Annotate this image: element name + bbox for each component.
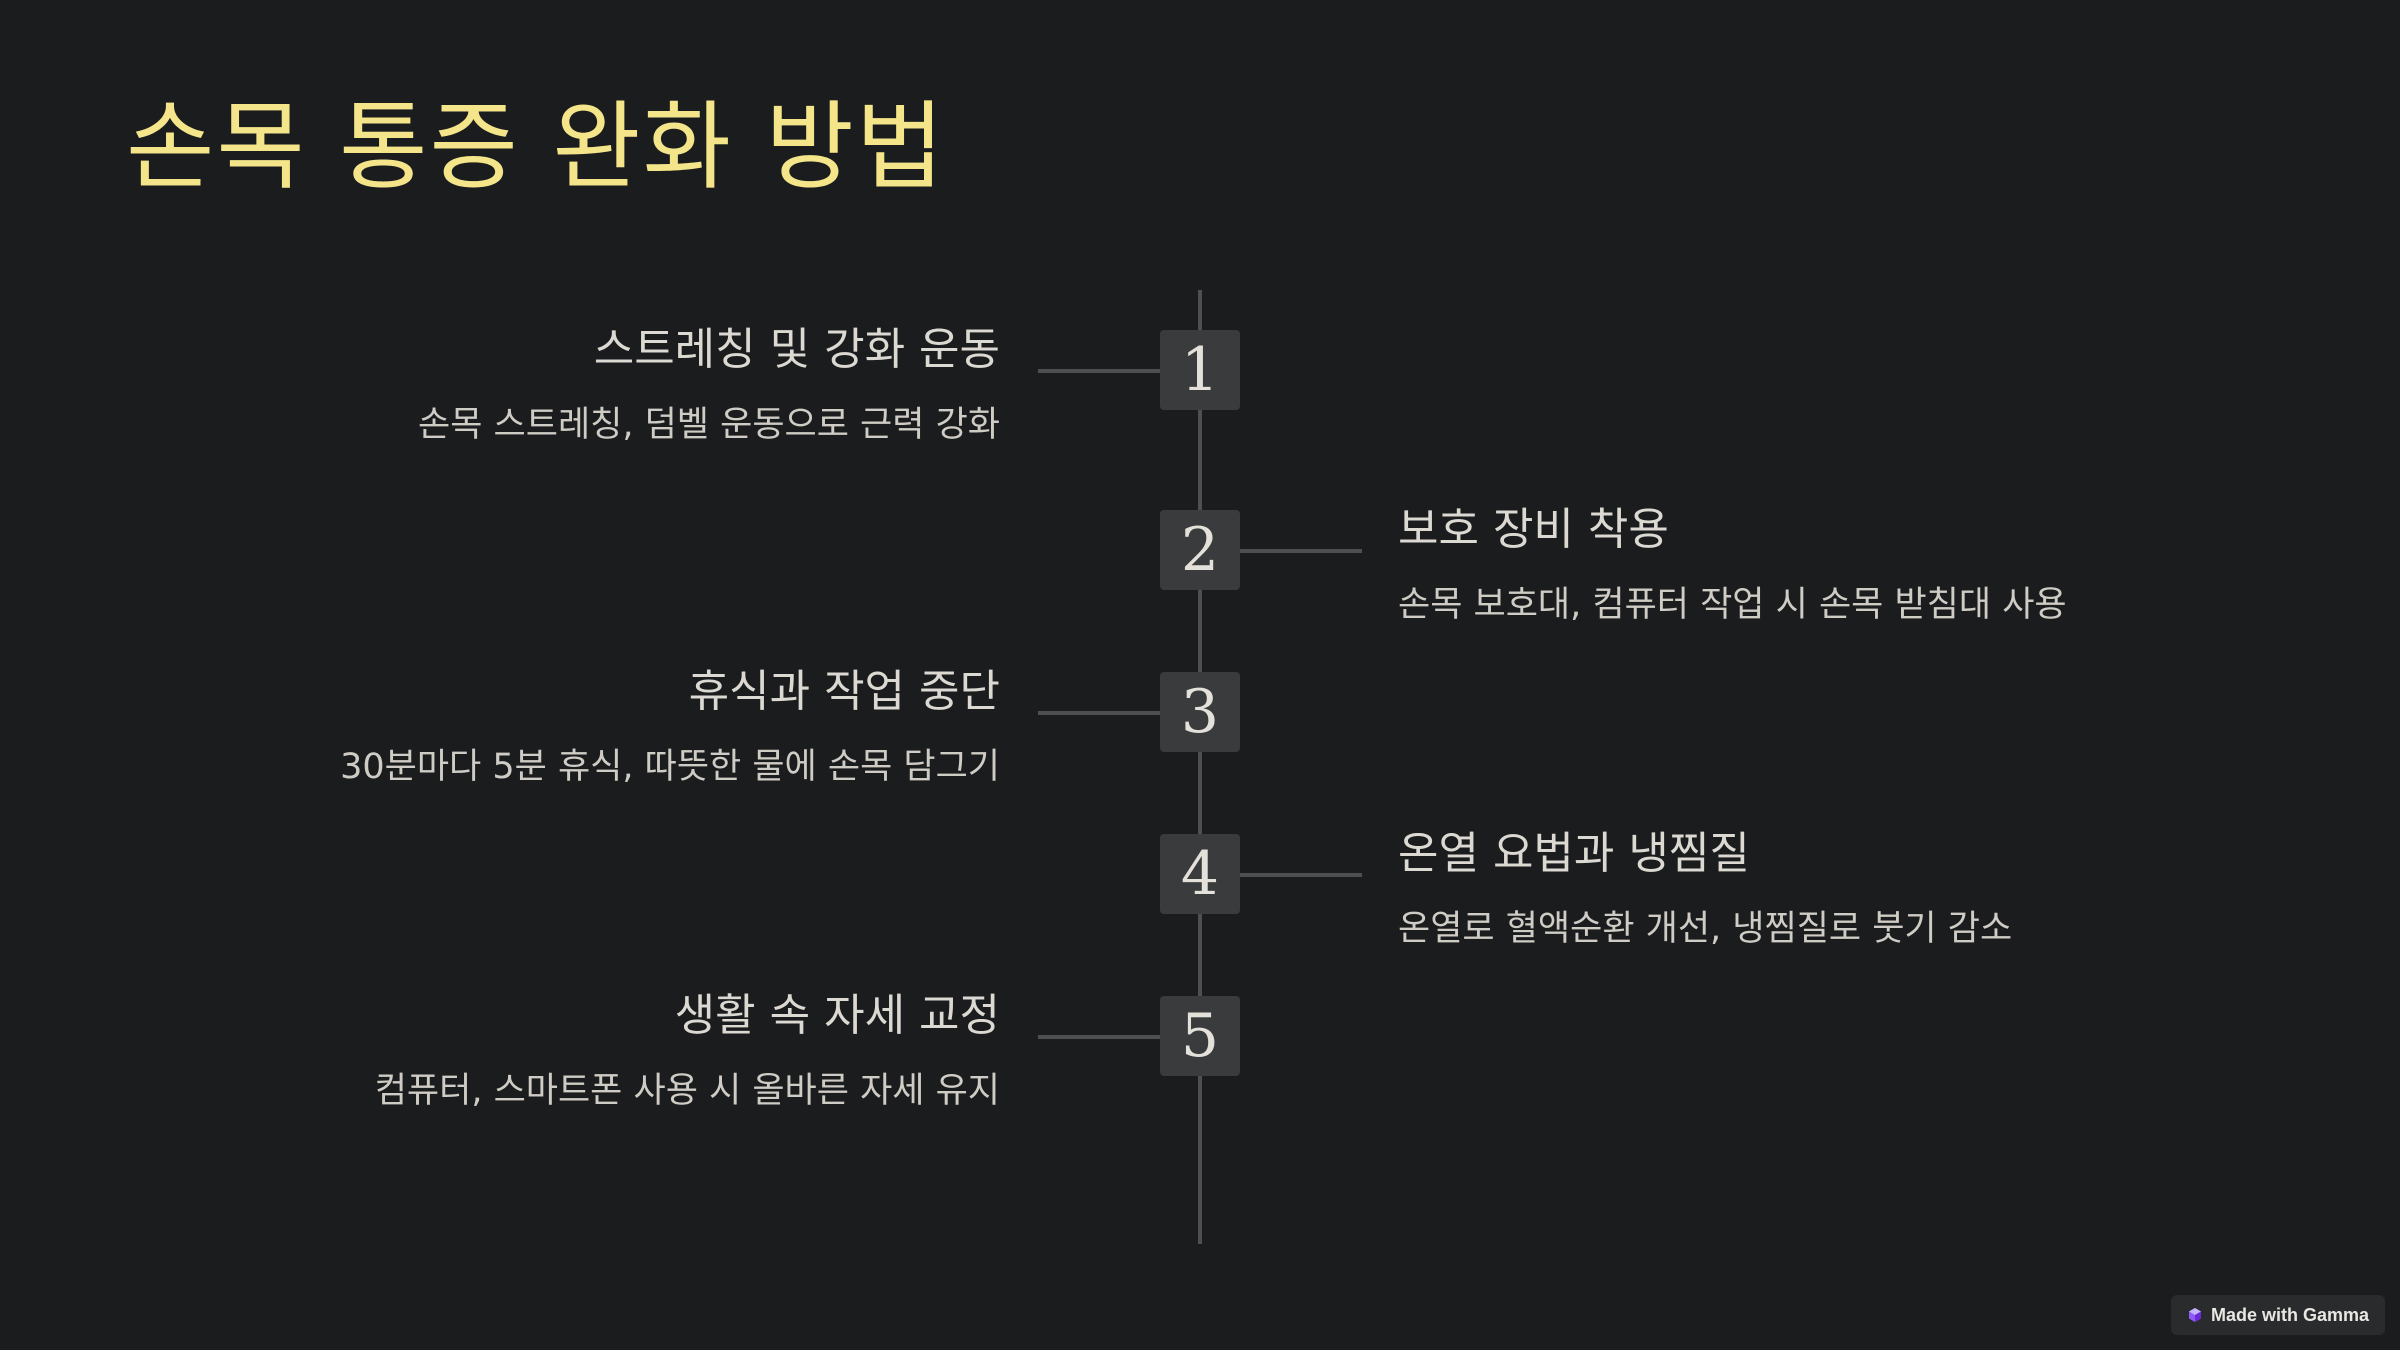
step-title: 생활 속 자세 교정 xyxy=(674,990,1000,1041)
step-number-1: 1 xyxy=(1160,330,1240,410)
step-description: 온열로 혈액순환 개선, 냉찜질로 붓기 감소 xyxy=(1398,909,2013,949)
step-number-4: 4 xyxy=(1160,834,1240,914)
step-number-3: 3 xyxy=(1160,672,1240,752)
timeline-entry-4: 온열 요법과 냉찜질 온열로 혈액순환 개선, 냉찜질로 붓기 감소 xyxy=(1398,826,2218,952)
step-number-2: 2 xyxy=(1160,510,1240,590)
step-title: 스트레칭 및 강화 운동 xyxy=(593,324,1000,375)
timeline-entry-5: 생활 속 자세 교정 컴퓨터, 스마트폰 사용 시 올바른 자세 유지 xyxy=(180,988,1000,1114)
step-title: 보호 장비 착용 xyxy=(1398,504,1669,555)
step-description: 30분마다 5분 휴식, 따뜻한 물에 손목 담그기 xyxy=(340,747,1000,787)
step-title: 온열 요법과 냉찜질 xyxy=(1398,828,1750,879)
timeline-entry-2: 보호 장비 착용 손목 보호대, 컴퓨터 작업 시 손목 받침대 사용 xyxy=(1398,502,2218,628)
timeline-connector-3 xyxy=(1038,711,1160,715)
step-description: 손목 보호대, 컴퓨터 작업 시 손목 받침대 사용 xyxy=(1398,585,2067,625)
step-title: 휴식과 작업 중단 xyxy=(688,666,1000,717)
timeline-connector-5 xyxy=(1038,1035,1160,1039)
step-description: 손목 스트레칭, 덤벨 운동으로 근력 강화 xyxy=(418,405,1000,445)
timeline-spine xyxy=(1198,290,1202,1244)
step-number-5: 5 xyxy=(1160,996,1240,1076)
made-with-gamma-label: Made with Gamma xyxy=(2210,1304,2370,1325)
gamma-logo-icon xyxy=(2188,1308,2201,1322)
timeline-connector-4 xyxy=(1240,873,1362,877)
made-with-gamma-badge[interactable]: Made with Gamma xyxy=(2171,1295,2385,1335)
timeline-connector-2 xyxy=(1240,549,1362,553)
timeline-entry-1: 스트레칭 및 강화 운동 손목 스트레칭, 덤벨 운동으로 근력 강화 xyxy=(180,322,1000,448)
timeline-connector-1 xyxy=(1038,369,1160,373)
page-title: 손목 통증 완화 방법 xyxy=(126,91,947,203)
timeline-entry-3: 휴식과 작업 중단 30분마다 5분 휴식, 따뜻한 물에 손목 담그기 xyxy=(180,664,1000,790)
step-description: 컴퓨터, 스마트폰 사용 시 올바른 자세 유지 xyxy=(374,1071,1000,1111)
